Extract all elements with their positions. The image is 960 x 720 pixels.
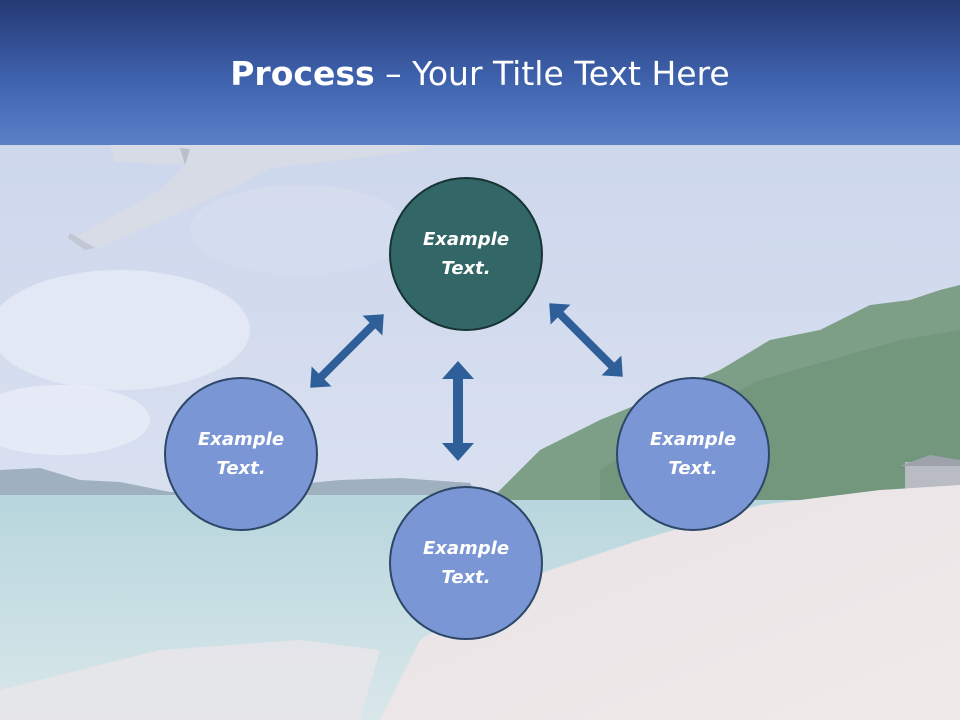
node-label-line1: Example — [649, 429, 737, 450]
node-label-line2: Text. — [441, 258, 491, 279]
node-label-line1: Example — [422, 229, 510, 250]
process-node-bottom[interactable]: Example Text. — [389, 486, 543, 640]
process-node-right[interactable]: Example Text. — [616, 377, 770, 531]
process-node-left[interactable]: Example Text. — [164, 377, 318, 531]
node-label-line1: Example — [422, 538, 510, 559]
double-arrow-icon-left — [310, 314, 384, 388]
node-label-line1: Example — [197, 429, 285, 450]
slide-title[interactable]: Process – Your Title Text Here — [0, 52, 960, 96]
double-arrow-icon-right — [549, 303, 623, 377]
node-label-line2: Text. — [441, 567, 491, 588]
double-arrow-icon-vertical — [442, 361, 474, 461]
node-label-line2: Text. — [216, 458, 266, 479]
title-bold-text: Process — [230, 54, 375, 93]
node-label-line2: Text. — [668, 458, 718, 479]
title-rest-text: Your Title Text Here — [412, 54, 730, 93]
title-separator: – — [374, 54, 413, 93]
title-bar — [0, 0, 960, 145]
process-node-top[interactable]: Example Text. — [389, 177, 543, 331]
